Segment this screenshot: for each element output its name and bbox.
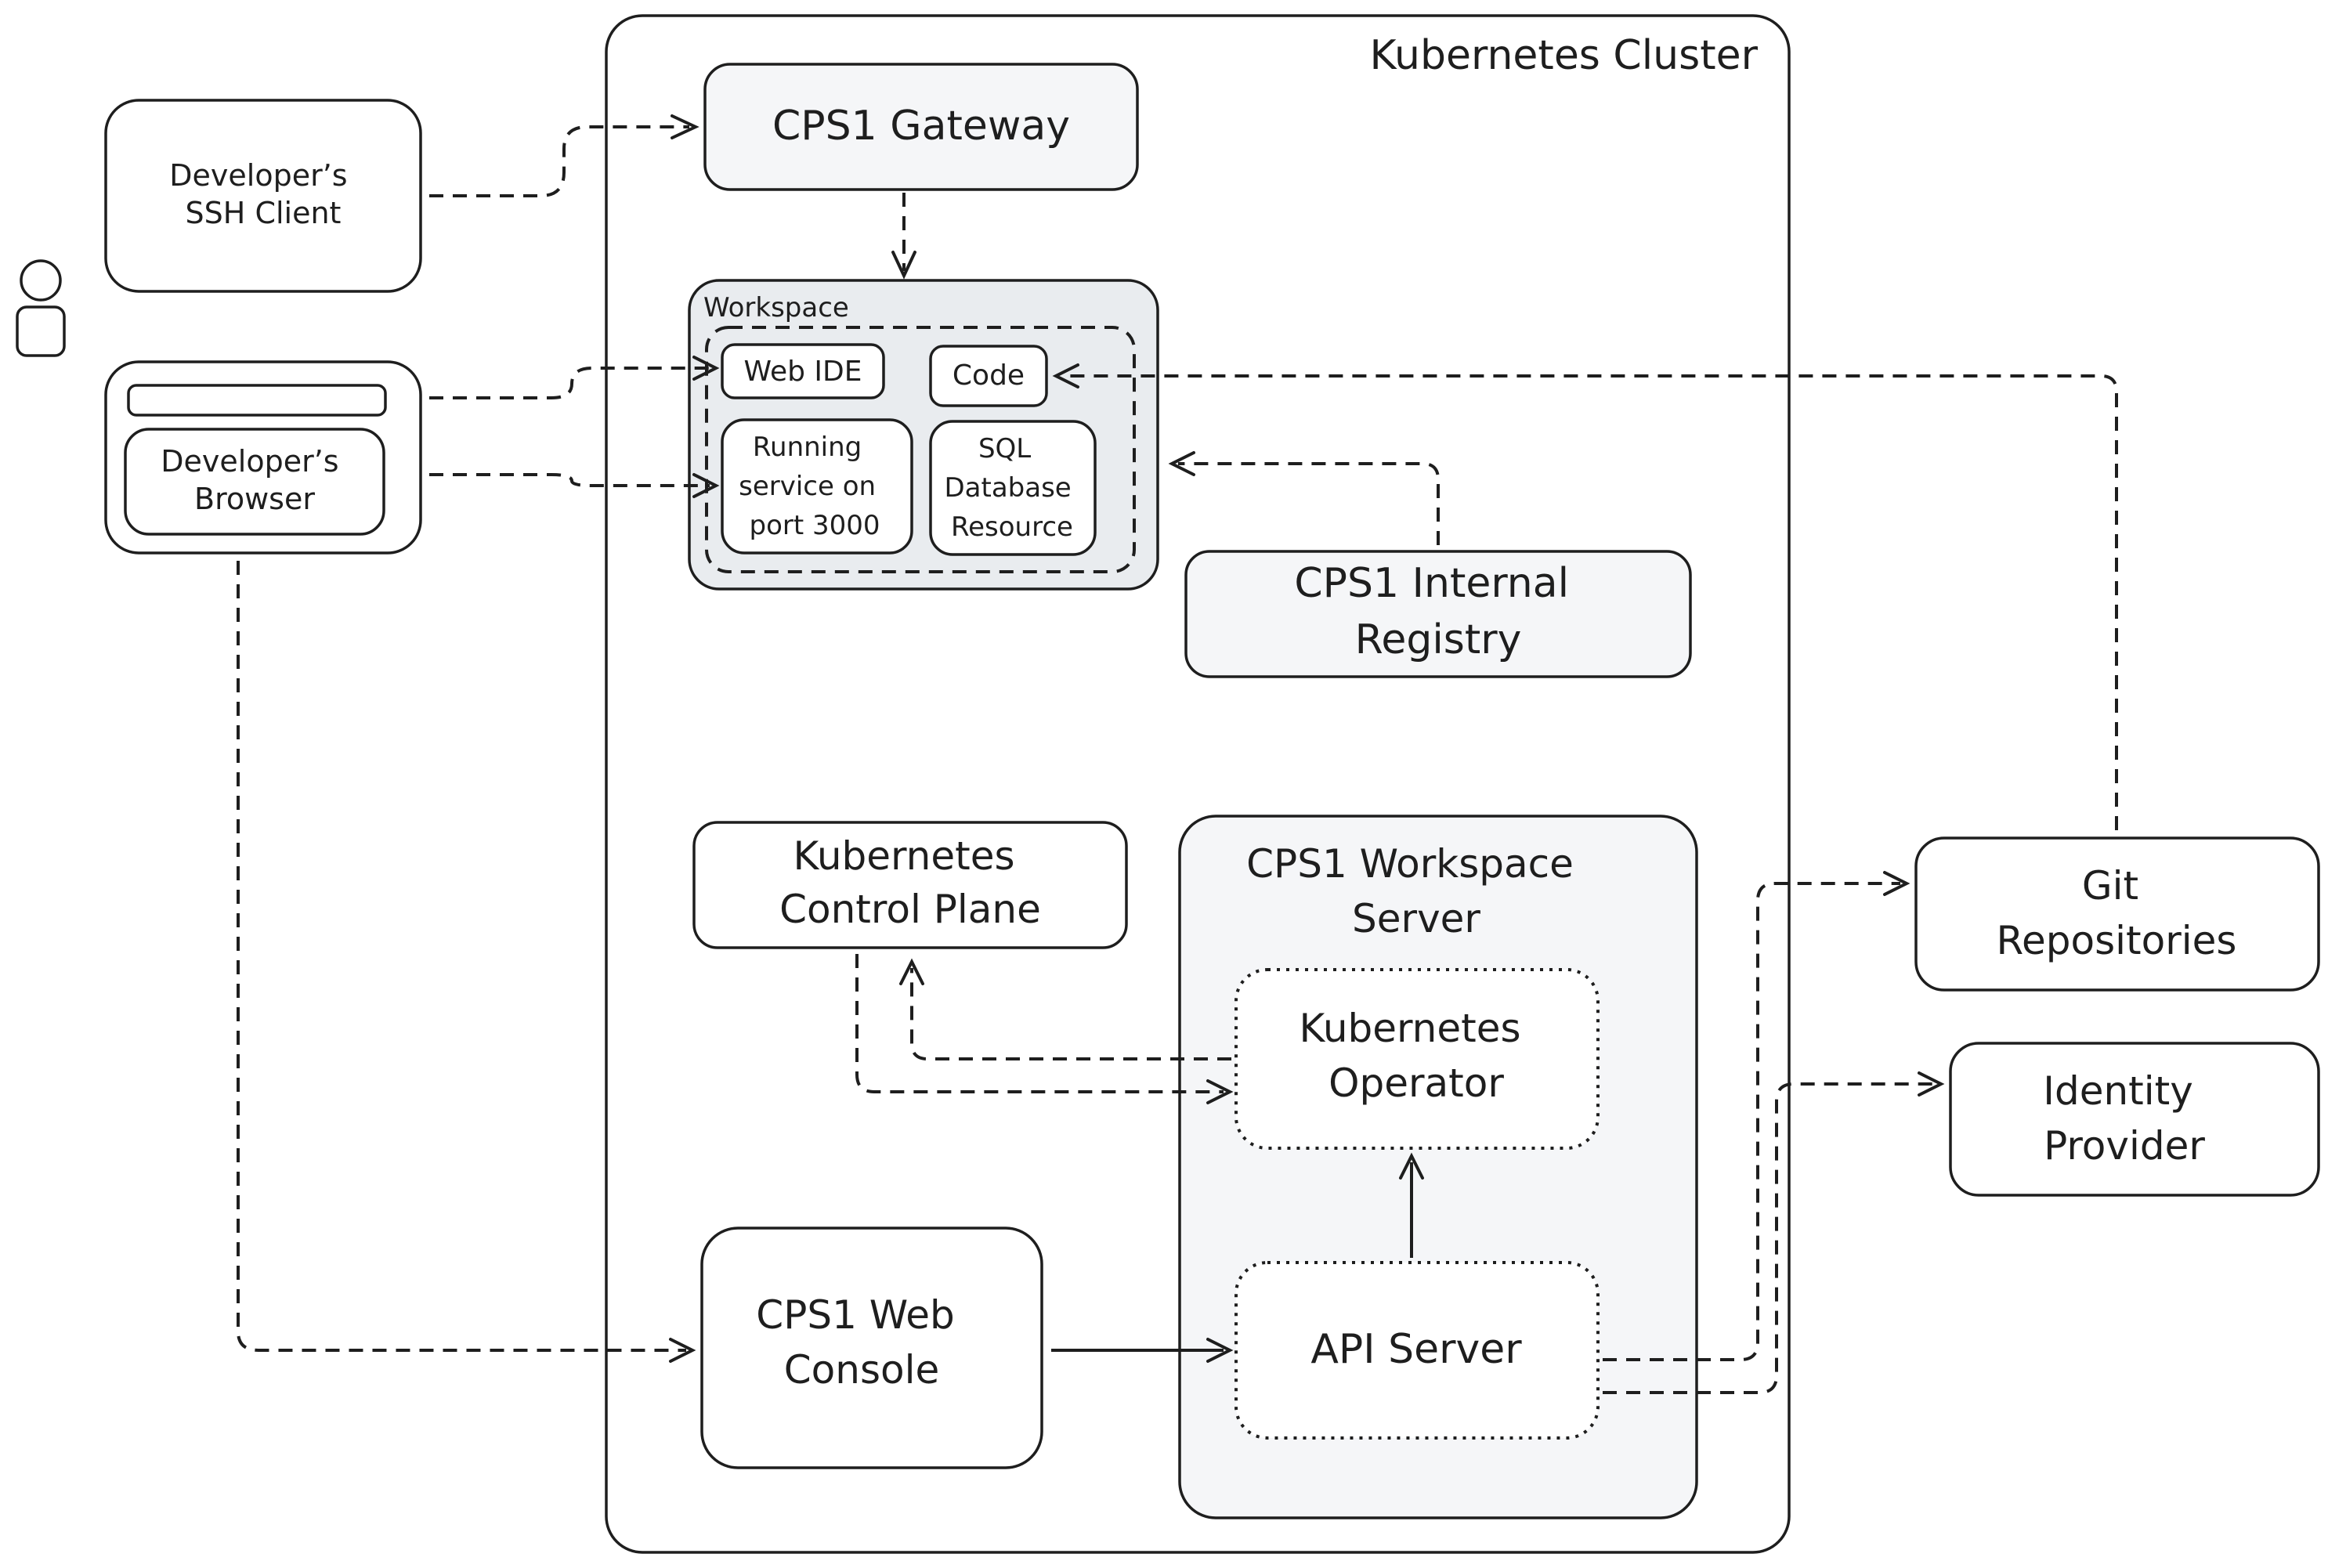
control-plane-label-line1: Kubernetes xyxy=(793,833,1015,879)
sql-database-line2: Database xyxy=(944,472,1071,504)
sql-database-line1: SQL xyxy=(978,433,1031,464)
running-service-line3: port 3000 xyxy=(749,510,880,541)
workspace-inner-boundary xyxy=(705,326,1136,573)
web-console-node[interactable]: CPS1 Web Console xyxy=(700,1227,1043,1469)
svg-text:Git Repositories: Git Repositories xyxy=(1997,863,2237,963)
git-label-line1: Git xyxy=(2082,863,2138,909)
sql-database-node[interactable]: SQL Database Resource xyxy=(929,420,1097,556)
operator-node[interactable]: Kubernetes Operator xyxy=(1234,968,1600,1150)
arrow-control-plane-to-operator xyxy=(855,954,1234,1104)
sql-database-line3: Resource xyxy=(951,511,1073,543)
ssh-client-node[interactable]: Developer’s SSH Client xyxy=(104,99,422,293)
code-node[interactable]: Code xyxy=(929,345,1048,407)
gateway-node[interactable]: CPS1 Gateway xyxy=(703,63,1139,191)
idp-label-line2: Provider xyxy=(2044,1123,2205,1169)
identity-provider-node[interactable]: Identity Provider xyxy=(1949,1042,2320,1197)
arrow-api-server-to-git xyxy=(1603,871,1910,1361)
workspace-server-title-line1: CPS1 Workspace xyxy=(1246,841,1574,887)
registry-label-line1: CPS1 Internal xyxy=(1294,560,1569,607)
web-ide-node[interactable]: Web IDE xyxy=(721,343,885,399)
svg-text:Kubernetes Operator: Kubernetes Operator xyxy=(1300,1006,1534,1106)
api-server-label: API Server xyxy=(1310,1326,1522,1373)
ssh-client-label-line2: SSH Client xyxy=(186,196,342,230)
svg-text:Identity Provider: Identity Provider xyxy=(2043,1068,2206,1169)
arrow-web-console-to-api-server xyxy=(1051,1338,1234,1363)
browser-label-line1: Developer’s xyxy=(161,444,338,479)
arrow-browser-to-web-console xyxy=(237,561,696,1363)
browser-label-line2: Browser xyxy=(194,482,315,516)
running-service-line1: Running xyxy=(753,432,862,463)
running-service-line2: service on xyxy=(739,471,876,502)
svg-text:CPS1 Workspace Server: CPS1 Workspace Server xyxy=(1246,841,1586,941)
operator-label-line1: Kubernetes xyxy=(1300,1006,1521,1051)
git-repositories-node[interactable]: Git Repositories xyxy=(1914,836,2320,992)
web-ide-label: Web IDE xyxy=(743,356,862,388)
api-server-node[interactable]: API Server xyxy=(1234,1261,1600,1440)
arrow-operator-to-control-plane xyxy=(899,958,1231,1060)
gateway-label: CPS1 Gateway xyxy=(772,103,1070,150)
svg-text:CPS1 Web Console: CPS1 Web Console xyxy=(756,1292,967,1393)
ssh-client-label-line1: Developer’s xyxy=(169,158,347,193)
svg-text:CPS1 Internal Registry: CPS1 Internal Registry xyxy=(1294,560,1582,663)
web-console-label-line1: CPS1 Web xyxy=(756,1292,955,1338)
arrow-git-to-code xyxy=(1052,363,2118,830)
svg-text:Running service on: Running service on port 3000 xyxy=(739,432,884,541)
workspace-title: Workspace xyxy=(703,292,849,323)
kubernetes-cluster-title: Kubernetes Cluster xyxy=(1370,32,1759,79)
arrow-browser-to-running-service xyxy=(429,473,720,498)
browser-content-pane xyxy=(124,428,385,536)
developer-icon xyxy=(16,259,66,357)
git-label-line2: Repositories xyxy=(1997,918,2237,963)
arrow-api-server-to-operator xyxy=(1399,1152,1424,1258)
workspace-container: Workspace Web IDE Code Running service o… xyxy=(688,279,1159,591)
arrow-api-server-to-idp xyxy=(1603,1071,1945,1394)
svg-text:SQL Database R: SQL Database Resource xyxy=(944,433,1079,543)
browser-address-bar xyxy=(127,384,387,417)
running-service-node[interactable]: Running service on port 3000 xyxy=(721,418,913,555)
code-label: Code xyxy=(953,359,1025,392)
arrow-browser-to-web-ide xyxy=(429,356,720,399)
arrow-ssh-to-gateway xyxy=(429,114,699,197)
web-console-label-line2: Console xyxy=(784,1347,940,1393)
arrow-gateway-to-workspace xyxy=(891,193,916,280)
svg-text:Kubernetes Control Plane: Kubernetes Control Plane xyxy=(779,833,1041,932)
control-plane-label-line2: Control Plane xyxy=(779,887,1041,932)
operator-label-line2: Operator xyxy=(1328,1060,1504,1106)
svg-text:Developer’s Browser: Developer’s Browser xyxy=(161,444,348,516)
browser-node[interactable]: Developer’s Browser xyxy=(104,360,422,555)
idp-label-line1: Identity xyxy=(2043,1068,2193,1114)
arrow-registry-to-workspace xyxy=(1168,451,1440,545)
control-plane-node[interactable]: Kubernetes Control Plane xyxy=(692,821,1128,949)
workspace-server-title-line2: Server xyxy=(1352,896,1480,941)
registry-label-line2: Registry xyxy=(1355,616,1522,663)
svg-text:Developer’s SSH Client: Developer’s SSH Client xyxy=(169,158,356,230)
registry-node[interactable]: CPS1 Internal Registry xyxy=(1184,550,1692,678)
